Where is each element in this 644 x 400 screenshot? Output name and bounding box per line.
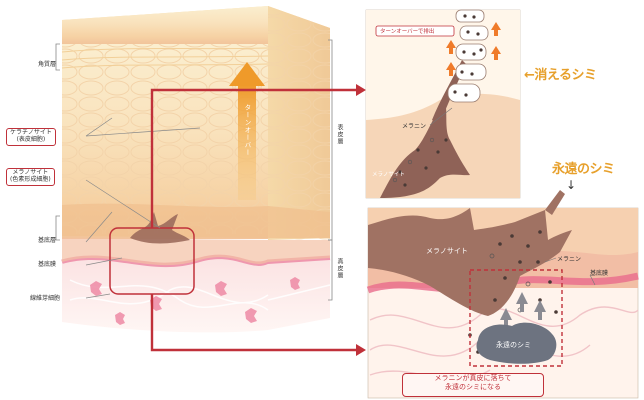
label-fibroblast: 線維芽細胞 <box>30 296 60 303</box>
bottom-panel <box>368 190 638 398</box>
label-epidermis: 表皮層 <box>335 124 344 145</box>
dermis-block <box>62 259 330 332</box>
bottom-panel-melanin: メラニン <box>557 254 581 263</box>
label-dermis: 真皮層 <box>335 258 344 279</box>
top-panel-note: ターンオーバーで排出 <box>380 27 434 35</box>
label-keratinocyte-line2: (表皮細胞) <box>10 137 52 144</box>
label-keratinocyte: ケラチノサイト (表皮細胞) <box>6 128 56 146</box>
label-turnover: ターンオーバー <box>242 104 252 157</box>
callout-permanent-arrow: ↓ <box>566 178 576 192</box>
label-basement-membrane: 基底膜 <box>38 262 56 269</box>
bottom-panel-stain-label: 永遠のシミ <box>496 340 531 350</box>
label-stratum-corneum: 角質層 <box>38 62 56 69</box>
callout-permanent-stain: 永遠のシミ <box>552 158 615 177</box>
label-basal-layer: 基底層 <box>38 238 56 245</box>
basal-layer-band <box>62 204 330 238</box>
label-melanocyte: メラノサイト (色素形成細胞) <box>6 168 55 186</box>
top-panel-melanin: メラニン <box>402 121 426 130</box>
bottom-panel-note: メラニンが真皮に落ちて 永遠のシミになる <box>402 373 544 397</box>
label-melanocyte-line2: (色素形成細胞) <box>10 177 51 184</box>
callout-disappearing-stain: ←消えるシミ <box>524 64 597 83</box>
top-panel-melanocyte: メラノサイト <box>372 170 405 178</box>
bottom-panel-basement-membrane: 基底膜 <box>590 268 608 277</box>
bottom-panel-melanocyte: メラノサイト <box>426 246 468 256</box>
bottom-panel-note-line2: 永遠のシミになる <box>403 383 543 392</box>
